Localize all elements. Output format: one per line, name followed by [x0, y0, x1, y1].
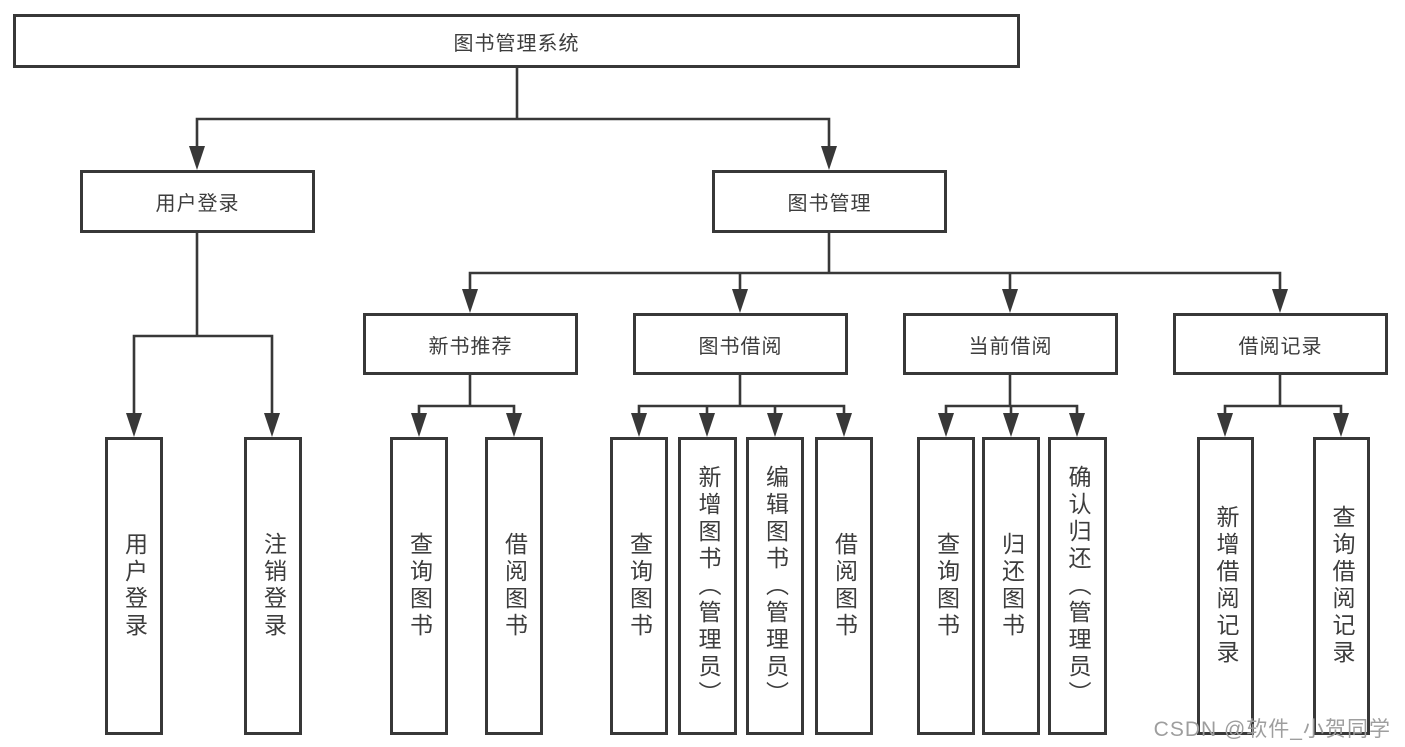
leaf-query-books-2-label: 查询图书: [626, 532, 653, 640]
leaf-logout-label: 注销登录: [260, 532, 287, 640]
node-user-login-label: 用户登录: [155, 193, 240, 215]
node-user-login: 用户登录: [80, 170, 315, 233]
leaf-return-book-label: 归还图书: [998, 532, 1025, 640]
leaf-borrow-books-1-label: 借阅图书: [501, 532, 528, 640]
leaf-confirm-return-admin-label: 确认归还（管理员）: [1065, 464, 1091, 708]
leaf-query-borrow-record: 查询借阅记录: [1313, 437, 1370, 735]
node-book-borrow: 图书借阅: [633, 313, 848, 375]
node-current-borrow: 当前借阅: [903, 313, 1118, 375]
leaf-query-books-1: 查询图书: [390, 437, 448, 735]
leaf-add-book-admin-label: 新增图书（管理员）: [695, 464, 721, 708]
leaf-query-books-2: 查询图书: [610, 437, 668, 735]
leaf-query-books-1-label: 查询图书: [406, 532, 433, 640]
leaf-logout: 注销登录: [244, 437, 302, 735]
leaf-user-login-label: 用户登录: [121, 532, 148, 640]
node-book-borrow-label: 图书借阅: [698, 335, 783, 358]
leaf-confirm-return-admin: 确认归还（管理员）: [1048, 437, 1107, 735]
csdn-watermark: CSDN @软件_小贺同学: [1153, 718, 1391, 741]
leaf-return-book: 归还图书: [982, 437, 1040, 735]
node-current-borrow-label: 当前借阅: [968, 335, 1053, 358]
leaf-edit-book-admin: 编辑图书（管理员）: [746, 437, 804, 735]
node-book-management: 图书管理: [712, 170, 947, 233]
node-borrow-records-label: 借阅记录: [1238, 335, 1323, 358]
node-borrow-records: 借阅记录: [1173, 313, 1388, 375]
leaf-query-books-3-label: 查询图书: [933, 532, 960, 640]
leaf-borrow-books-1: 借阅图书: [485, 437, 543, 735]
node-new-book-recommend: 新书推荐: [363, 313, 578, 375]
leaf-query-books-3: 查询图书: [917, 437, 975, 735]
leaf-add-borrow-record-label: 新增借阅记录: [1213, 505, 1239, 667]
leaf-add-borrow-record: 新增借阅记录: [1197, 437, 1254, 735]
node-book-management-label: 图书管理: [787, 193, 872, 215]
node-new-book-recommend-label: 新书推荐: [428, 335, 513, 358]
node-root: 图书管理系统: [13, 14, 1020, 68]
leaf-add-book-admin: 新增图书（管理员）: [678, 437, 737, 735]
leaf-edit-book-admin-label: 编辑图书（管理员）: [762, 464, 789, 708]
leaf-borrow-books-2: 借阅图书: [815, 437, 873, 735]
node-root-label: 图书管理系统: [453, 32, 580, 55]
leaf-user-login: 用户登录: [105, 437, 163, 735]
leaf-borrow-books-2-label: 借阅图书: [831, 532, 858, 640]
leaf-query-borrow-record-label: 查询借阅记录: [1329, 505, 1355, 667]
